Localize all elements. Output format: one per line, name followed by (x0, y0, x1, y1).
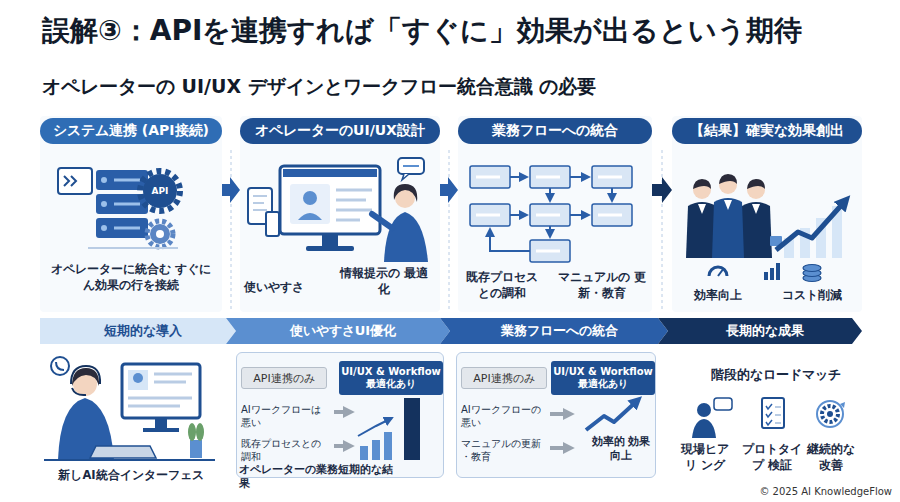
operator-illustration (128, 370, 148, 390)
operator-illustration (128, 397, 192, 400)
operator-illustration (154, 381, 186, 384)
flow-arrow (222, 177, 240, 203)
column-header: 業務フローへの統合 (458, 118, 652, 144)
comparison-panel: AIワークフローの 悪いマニュアルの更新 ・教育 効率的 効果向上 API連携のみU… (456, 352, 656, 478)
operator-illustration (44, 459, 215, 461)
tag-box: UI/UX & Workflow 最適化あり (551, 361, 655, 395)
operator-illustration (58, 398, 114, 460)
phase-label: 使いやすさUI優化 (226, 318, 450, 344)
comparison-text: 既存プロセスとの 調和 (241, 437, 333, 463)
roadmap-icon (766, 404, 772, 409)
tag-box: API連携のみ (461, 367, 547, 389)
caption-text: 新しAI統合インターフェス (36, 468, 226, 484)
icon-caption: 現場ヒアリ ング (676, 442, 734, 473)
phase-chevron: 業務フローへの統合 (440, 318, 668, 344)
phase-chevron: 長期的な成果 (658, 318, 862, 344)
operator-illustration (122, 364, 200, 418)
chevron-shape (440, 318, 668, 344)
caption-text: コスト削減 (778, 288, 846, 304)
phase-label: 短期的な導入 (40, 318, 236, 344)
operator-illustration (196, 423, 204, 441)
operator-illustration (90, 446, 156, 458)
caption-text: 既存プロセス との調和 (460, 270, 544, 301)
icon-label: API (146, 184, 174, 198)
column-panel: 【結果】確実な効果創出効率向上 コスト削減 (672, 116, 862, 312)
column-separator (231, 150, 232, 310)
column-separator (449, 150, 450, 310)
tag-label: API連携のみ (242, 368, 326, 388)
panel-caption: オペレーターの業務短期的な結果 (239, 463, 403, 490)
page-title: 誤解③：APIを連携すれば「すぐに」効果が出るという期待 (42, 12, 892, 50)
column-panel: オペレーターのUI/UX設計使いやすさ 情報提示の 最適化 (240, 116, 440, 312)
caption-text: 情報提示の 最適化 (338, 266, 430, 297)
page-subtitle: オペレーターの UI/UX デザインとワークフロー統合意識 の必要 (42, 74, 882, 100)
column-header: システム連携 (API接続) (40, 118, 222, 144)
roadmap-icon (762, 398, 784, 428)
flow-arrow (440, 177, 458, 203)
chevron-shape (658, 318, 862, 344)
roadmap-icon (840, 402, 845, 408)
operator-illustration (154, 373, 192, 376)
operator-illustration (44, 357, 215, 460)
operator-illustration (56, 362, 64, 370)
roadmap-icon (766, 420, 772, 425)
comparison-text: AIワークフローの 悪い (461, 403, 549, 429)
roadmap-icon (714, 398, 732, 410)
column-header: オペレーターのUI/UX設計 (240, 118, 440, 144)
column-panel: 業務フローへの統合既存プロセス との調和マニュアルの 更新・教育 (458, 116, 652, 312)
flow-arrow (652, 177, 672, 203)
chevron-shape (40, 318, 236, 344)
roadmap-icon (775, 422, 781, 424)
operator-illustration (155, 418, 167, 428)
icon-caption: プロトタイプ 検証 (740, 442, 804, 473)
roadmap-icon (692, 419, 716, 438)
column-header: 【結果】確実な効果創出 (672, 118, 862, 144)
caption-text: 効率向上 (688, 288, 748, 304)
roadmap-icon (775, 406, 781, 408)
operator-illustration (133, 373, 143, 383)
column-panel: システム連携 (API接続) オペレーターに統合む すぐにん効果の行を接続 (40, 116, 222, 312)
phase-chevron: 短期的な導入 (40, 318, 236, 344)
roadmap-icon (697, 403, 711, 417)
column-separator (662, 150, 663, 310)
operator-illustration (143, 428, 179, 432)
caption-text: 使いやすさ (242, 280, 306, 296)
operator-illustration (71, 366, 100, 384)
roadmap-icon (692, 398, 845, 438)
operator-illustration (188, 423, 196, 441)
chevron-shape (226, 318, 450, 344)
result-text: 効率的 効果向上 (589, 435, 653, 462)
phase-label: 業務フローへの統合 (440, 318, 668, 344)
caption-text: オペレーターに統合む すぐにん効果の行を接続 (48, 262, 214, 293)
roadmap-icon (827, 411, 833, 417)
roadmap-icon (775, 414, 781, 416)
comparison-text: AIワークフローは 悪い (241, 403, 333, 429)
copyright-note: © 2025 AI KnowledgeFlow (690, 486, 892, 497)
tag-label: UI/UX & Workflow 最適化あり (339, 361, 443, 395)
operator-illustration (72, 388, 86, 395)
roadmap-icon (766, 412, 772, 417)
icon-caption: 継続的な 改善 (800, 442, 862, 473)
comparison-panel: AIワークフローは 悪い既存プロセスとの 調和オペレーターの業務短期的な結果AP… (236, 352, 444, 478)
operator-illustration (128, 405, 180, 408)
operator-illustration (73, 372, 97, 396)
phase-label: 長期的な成果 (658, 318, 862, 344)
operator-illustration (72, 368, 99, 386)
operator-illustration (190, 440, 202, 458)
section-heading: 階段的なロードマッチ (686, 366, 866, 384)
phase-chevron: 使いやすさUI優化 (226, 318, 450, 344)
operator-illustration (51, 357, 69, 375)
comparison-text: マニュアルの更新 ・教育 (461, 437, 549, 463)
roadmap-icon (817, 401, 843, 427)
tag-label: UI/UX & Workflow 最適化あり (551, 361, 655, 395)
tag-label: API連携のみ (462, 368, 546, 388)
caption-text: マニュアルの 更新・教育 (556, 270, 648, 301)
roadmap-icon (822, 406, 838, 422)
tag-box: UI/UX & Workflow 最適化あり (339, 361, 443, 395)
tag-box: API連携のみ (241, 367, 327, 389)
